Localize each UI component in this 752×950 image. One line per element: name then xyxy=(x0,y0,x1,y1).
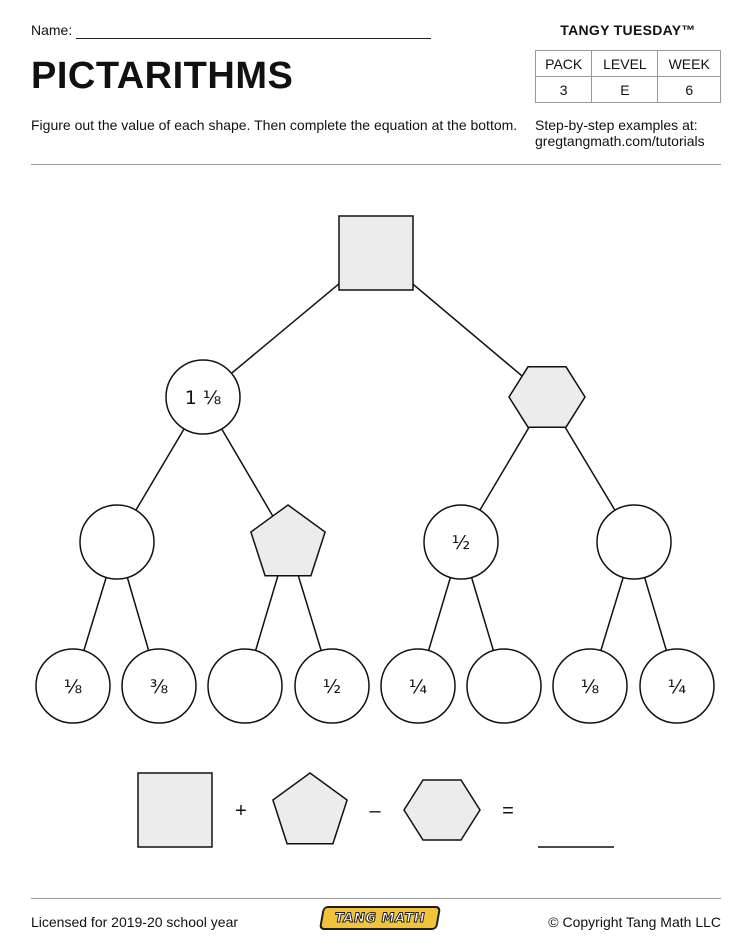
instructions: Figure out the value of each shape. Then… xyxy=(31,117,518,133)
leaf-circle[interactable] xyxy=(466,648,542,724)
level2-circle[interactable] xyxy=(596,504,672,580)
meta-value-level: E xyxy=(591,76,659,103)
leaf-circle[interactable] xyxy=(207,648,283,724)
leaf-value: ⅛ xyxy=(64,676,82,698)
meta-header-level: LEVEL xyxy=(591,50,659,77)
level2-circle[interactable] xyxy=(79,504,155,580)
equals-operator: = xyxy=(502,800,514,822)
equation-hexagon-shape xyxy=(403,779,481,841)
meta-table: PACK LEVEL WEEK 3 E 6 xyxy=(534,50,721,103)
logo-text: TANG MATH xyxy=(333,910,427,926)
meta-header-week: WEEK xyxy=(657,50,721,77)
license-text: Licensed for 2019-20 school year xyxy=(31,914,239,930)
tree-edges xyxy=(72,252,678,687)
leaf-circle[interactable] xyxy=(380,648,456,724)
tutorial-link[interactable]: gregtangmath.com/tutorials xyxy=(535,133,705,149)
leaf-circle[interactable] xyxy=(552,648,628,724)
tutorial-note: Step-by-step examples at: gregtangmath.c… xyxy=(535,117,705,149)
equation: + – = xyxy=(137,772,614,848)
level2-circle[interactable] xyxy=(423,504,499,580)
leaf-value: ¼ xyxy=(668,676,686,698)
meta-value-week: 6 xyxy=(657,76,721,103)
equation-pentagon-shape xyxy=(272,772,348,845)
hexagon-shape[interactable] xyxy=(508,366,586,428)
tang-math-logo: TANG MATH xyxy=(318,906,442,930)
meta-header-pack: PACK xyxy=(534,50,593,77)
copyright-text: © Copyright Tang Math LLC xyxy=(548,914,721,930)
brand-title: TANGY TUESDAY™ xyxy=(560,22,696,38)
name-field[interactable] xyxy=(76,38,431,39)
name-label: Name: xyxy=(31,22,73,38)
leaf-circle[interactable] xyxy=(121,648,197,724)
leaf-value: ⅜ xyxy=(150,676,168,698)
leaf-value: ¼ xyxy=(409,676,427,698)
plus-operator: + xyxy=(235,800,247,822)
level2-value: ½ xyxy=(452,532,470,554)
pentagon-shape[interactable] xyxy=(250,504,326,577)
divider-top xyxy=(31,164,721,165)
level1-circle[interactable] xyxy=(165,359,241,435)
minus-operator: – xyxy=(369,800,381,822)
leaf-circle[interactable] xyxy=(294,648,370,724)
tutorial-note-line1: Step-by-step examples at: xyxy=(535,117,698,133)
equation-square-shape xyxy=(137,772,213,848)
meta-value-pack: 3 xyxy=(534,76,593,103)
level1-value: 1 ⅛ xyxy=(185,387,222,409)
page-title: PICTARITHMS xyxy=(31,55,294,97)
leaf-value: ½ xyxy=(323,676,341,698)
leaf-circle[interactable] xyxy=(35,648,111,724)
leaf-circle[interactable] xyxy=(639,648,715,724)
root-square-shape[interactable] xyxy=(338,215,414,291)
leaf-value: ⅛ xyxy=(581,676,599,698)
divider-bottom xyxy=(31,898,721,899)
